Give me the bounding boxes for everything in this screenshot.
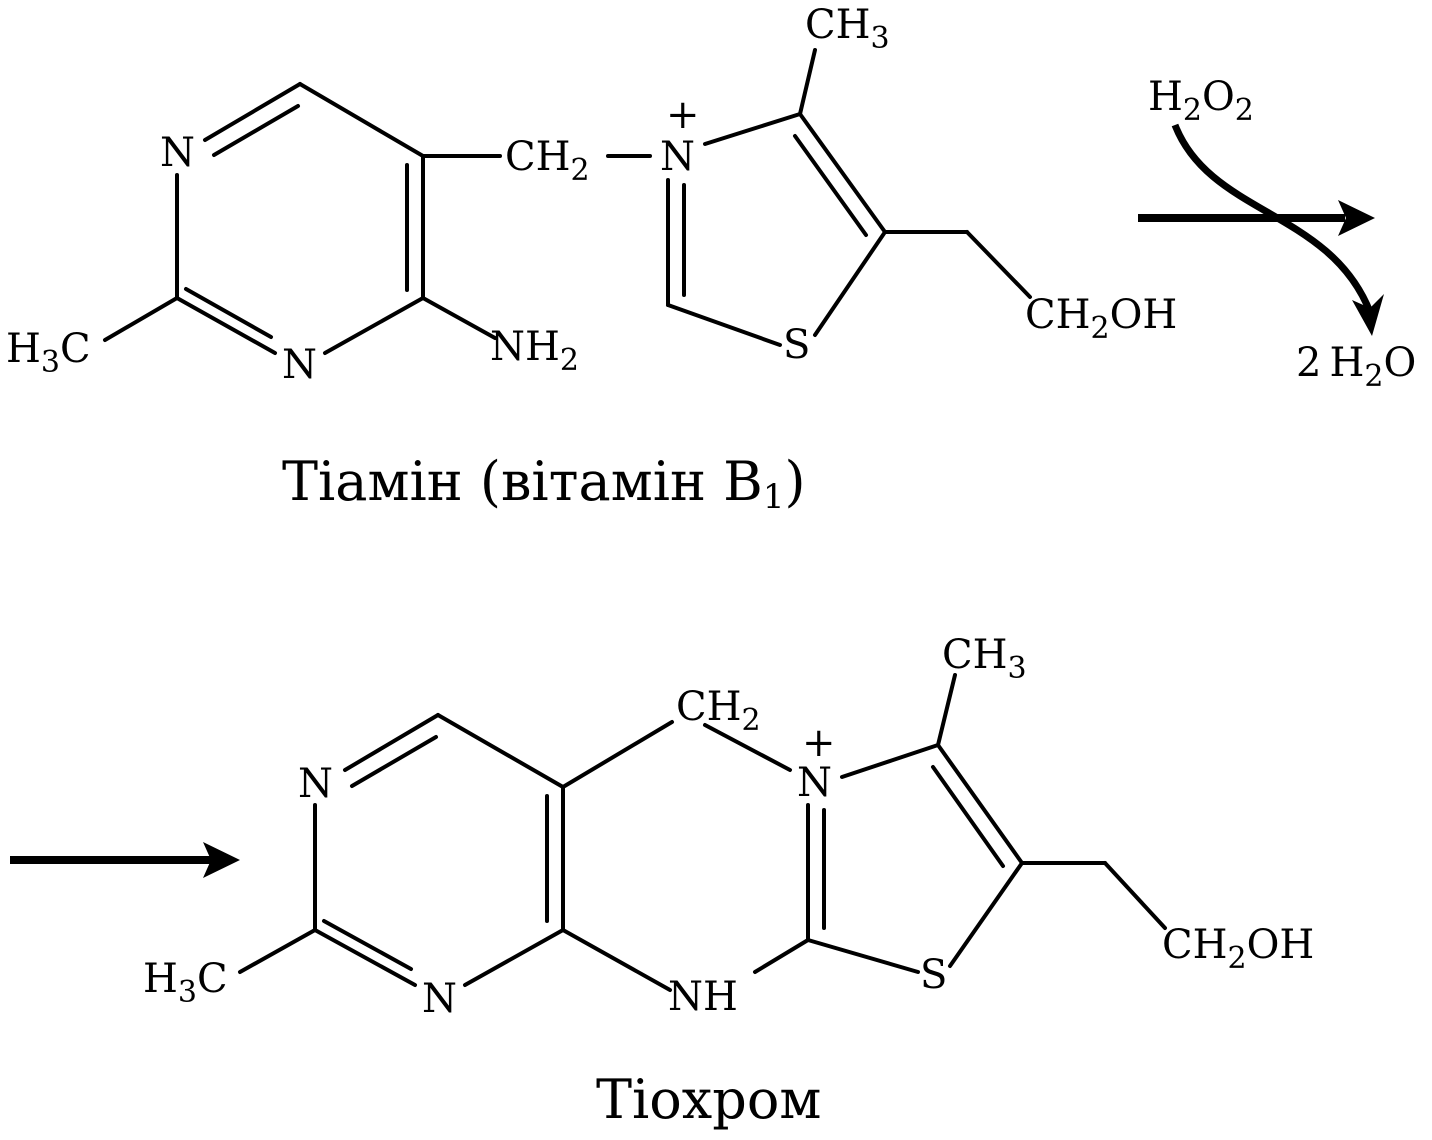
bond-c6-c5 — [298, 82, 425, 158]
methyl-thiazole-label: CH3 — [942, 632, 1027, 686]
thiochrome-structure: N N H3C NH CH2 N + CH3 S CH2OH Тіохром — [143, 632, 1314, 1131]
atom-n1: N — [160, 130, 195, 176]
bond-n3-c2-double — [184, 287, 273, 339]
bond-c4-amine — [421, 296, 497, 340]
bond-c4t-c5t — [936, 743, 1024, 865]
positive-charge: + — [802, 720, 836, 766]
bond-n1-c6-double — [350, 735, 438, 788]
bond-s-c2t — [806, 938, 920, 974]
atom-n1: N — [298, 761, 333, 807]
curved-arrow — [1171, 123, 1374, 314]
bond-c4t-c5t — [798, 112, 887, 234]
bond-n3-c2-double — [322, 919, 413, 971]
bond-nh-c2t — [753, 938, 810, 974]
bond-c5-methylene — [561, 720, 674, 789]
methyl-group-label: H3C — [6, 326, 91, 380]
bond-c5t-s — [813, 230, 887, 337]
atom-n-plus: N — [797, 760, 832, 806]
atom-s: S — [783, 322, 810, 368]
continuation-arrow — [10, 842, 240, 878]
bond-s-c2t — [666, 303, 782, 347]
bond-c4-nh — [561, 928, 672, 992]
bond-n-c4t — [703, 112, 802, 146]
continuation-arrow-head — [203, 842, 240, 878]
atom-n-plus: N — [660, 134, 695, 180]
bond-c4-n3 — [323, 296, 425, 355]
hydroxyethyl-group-label: CH2OH — [1025, 292, 1177, 346]
thiamine-caption: Тіамін (вітамін B1) — [282, 450, 806, 517]
imine-nh-label: NH — [668, 974, 738, 1020]
thiamine-structure: N N H3C NH2 CH2 N + CH3 S CH2OH Тіамін (… — [6, 2, 1177, 517]
methyl-thiazole-label: CH3 — [805, 2, 890, 56]
reaction-arrow-head — [1338, 200, 1375, 236]
methylene-group-label: CH2 — [676, 684, 761, 738]
bond-n1-c6-double — [212, 104, 300, 157]
bond-n3-c2 — [313, 928, 417, 987]
bond-c2-methyl — [103, 296, 179, 342]
methyl-group-label: H3C — [143, 956, 228, 1010]
bond-ethyl-ch2oh — [965, 230, 1032, 299]
hydroxyethyl-group-label: CH2OH — [1162, 922, 1314, 976]
amine-group-label: NH2 — [490, 324, 579, 378]
atom-s: S — [920, 952, 947, 998]
bond-c4t-c5t-double — [793, 134, 868, 237]
bond-c2-methyl — [238, 928, 317, 974]
bond-ethyl-ch2oh — [1103, 861, 1167, 930]
atom-n3: N — [422, 976, 457, 1022]
bond-methylene-n — [703, 723, 792, 772]
methylene-group-label: CH2 — [505, 134, 590, 188]
reagent-hydrogen-peroxide: H2O2 — [1148, 74, 1254, 128]
curved-arrow-head — [1352, 294, 1384, 336]
bond-c4t-methyl — [798, 48, 817, 116]
positive-charge: + — [666, 92, 700, 138]
bond-c4t-c5t-double — [931, 765, 1005, 868]
bond-c5t-s — [948, 861, 1024, 968]
bond-n3-c2 — [175, 296, 277, 355]
atom-n3: N — [282, 342, 317, 388]
bond-n1-c6 — [343, 713, 440, 772]
bond-n-c4t — [840, 743, 940, 779]
bond-c4t-methyl — [936, 673, 957, 747]
bond-c6-c5 — [436, 713, 565, 789]
thiochrome-caption: Тіохром — [596, 1068, 821, 1131]
bond-c4-n3 — [463, 928, 565, 987]
bond-n1-c6 — [203, 82, 302, 142]
